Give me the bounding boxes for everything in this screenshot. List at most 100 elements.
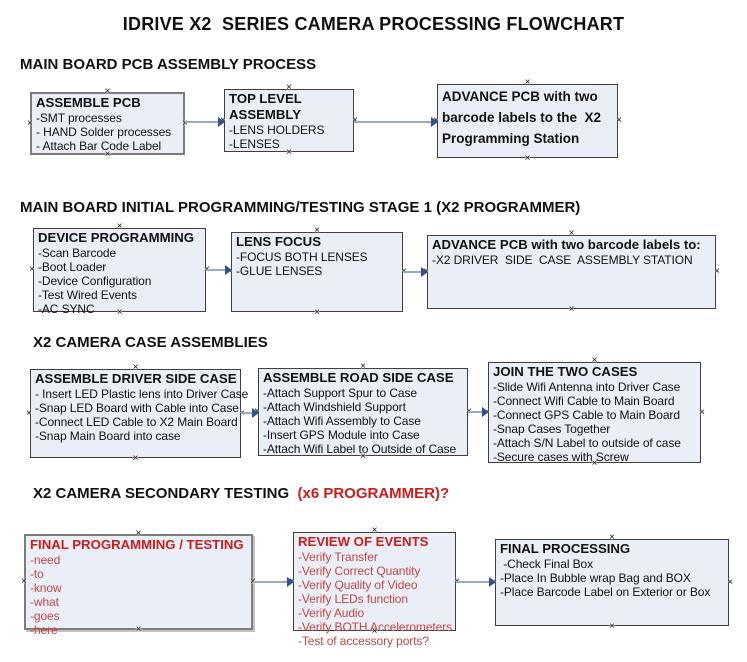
box-item: -Check Final Box [500, 557, 593, 571]
box-item: -need [30, 553, 61, 567]
connection-handle-icon: × [132, 453, 139, 464]
box-item: -Verify Quality of Video [298, 578, 418, 592]
section-heading-text: MAIN BOARD INITIAL PROGRAMMING/TESTING S… [20, 199, 581, 216]
box-item: -here [30, 623, 58, 637]
box-item: -to [30, 567, 44, 581]
section-heading-text: MAIN BOARD PCB ASSEMBLY PROCESS [20, 56, 317, 73]
box-item: -Connect LED Cable to X2 Main Board [35, 415, 238, 429]
box-item: -Slide Wifi Antenna into Driver Case [493, 380, 681, 394]
connector-arrow-icon [456, 577, 496, 587]
box-advance-to-programming-station: ADVANCE PCB with two barcode labels to t… [433, 78, 622, 164]
box-title: DEVICE PROGRAMMING [38, 230, 195, 245]
box-item: -Attach S/N Label to outside of case [493, 436, 681, 450]
box-items: -SMT processes- HAND Solder processes- A… [36, 111, 180, 153]
box-item: -AC SYNC [38, 302, 95, 316]
connection-handle-icon: × [314, 307, 320, 318]
box-item: -Place Barcode Label on Exterior or Box [500, 585, 711, 599]
box-item: -Test of accessory ports? [298, 634, 429, 648]
connector-arrow-icon [354, 117, 438, 127]
box-items: -Slide Wifi Antenna into Driver Case-Con… [493, 380, 697, 464]
connection-handle-icon: × [21, 576, 27, 587]
box-item: -Snap Main Board into case [35, 429, 181, 443]
connector-arrow-icon [468, 407, 489, 417]
box-item: -Attach Windshield Support [263, 400, 406, 414]
connection-handle-icon: × [27, 117, 33, 129]
connector-arrow-icon [403, 267, 428, 277]
box-item: -Connect GPS Cable to Main Board [493, 408, 680, 422]
box-item: -Boot Loader [38, 260, 107, 274]
connection-handle-icon: × [568, 304, 575, 315]
box-item: - Insert LED Plastic lens into Driver Ca… [35, 387, 249, 401]
connector-arrow-icon [241, 408, 259, 418]
connector-arrow-icon [185, 117, 225, 127]
box-item: -Connect Wifi Cable to Main Board [493, 394, 675, 408]
box-item: -Test Wired Events [38, 288, 137, 302]
box-item: -X2 DRIVER SIDE CASE ASSEMBLY STATION [432, 253, 693, 267]
connection-handle-icon: × [182, 117, 188, 129]
connection-handle-icon: × [727, 576, 733, 588]
connection-handle-icon: × [29, 264, 35, 275]
page-title: IDRIVE X2 SERIES CAMERA PROCESSING FLOWC… [122, 14, 625, 34]
box-join-the-two-cases: JOIN THE TWO CASES -Slide Wifi Antenna i… [484, 356, 705, 469]
box-item: -what [30, 595, 59, 609]
box-items: -Attach Support Spur to Case-Attach Wind… [263, 386, 464, 456]
box-title: REVIEW OF EVENTS [298, 534, 429, 549]
box-items: -Check Final Box-Place In Bubble wrap Ba… [500, 557, 725, 599]
box-title: ADVANCE PCB with two barcode labels to: [432, 237, 701, 252]
box-item: -FOCUS BOTH LENSES [236, 250, 368, 264]
box-items: -Verify Transfer-Verify Correct Quantity… [298, 550, 452, 648]
box-title: ASSEMBLE ROAD SIDE CASE [263, 370, 454, 385]
connection-handle-icon: × [26, 407, 32, 419]
box-items: -X2 DRIVER SIDE CASE ASSEMBLY STATION [432, 253, 712, 267]
box-item: -Attach Support Spur to Case [263, 386, 417, 400]
box-items: - Insert LED Plastic lens into Driver Ca… [35, 387, 249, 443]
connector-arrow-icon [206, 265, 232, 275]
connector-arrow-icon [253, 577, 294, 587]
section-heading-red-text: (x6 PROGRAMMER)? [293, 485, 450, 502]
box-review-of-events: REVIEW OF EVENTS -Verify Transfer-Verify… [289, 526, 460, 649]
box-items: -need-to-know-what-goes-here [30, 553, 248, 637]
box-items: -Scan Barcode-Boot Loader-Device Configu… [38, 246, 202, 316]
box-item: -Secure cases with Screw [493, 450, 629, 464]
connection-handle-icon: × [524, 153, 531, 164]
box-assemble-driver-side-case: ASSEMBLE DRIVER SIDE CASE - Insert LED P… [26, 363, 249, 464]
box-device-programming: DEVICE PROGRAMMING -Scan Barcode-Boot Lo… [29, 222, 210, 318]
box-title: FINAL PROCESSING [500, 541, 631, 556]
box-item: -Snap Cases Together [493, 422, 611, 436]
box-item: -Verify Audio [298, 606, 365, 620]
box-item: -SMT processes [36, 111, 122, 125]
section-heading-initial-programming: MAIN BOARD INITIAL PROGRAMMING/TESTING S… [20, 199, 580, 216]
section-heading-secondary-testing: X2 CAMERA SECONDARY TESTING (x6 PROGRAMM… [33, 485, 449, 502]
box-title: LENS FOCUS [236, 234, 321, 249]
box-item: -Verify BOTH Accelerometers [298, 620, 453, 634]
box-item: -Scan Barcode [38, 246, 117, 260]
section-heading-text: X2 CAMERA SECONDARY TESTING [33, 485, 294, 502]
box-item: -Snap LED Board with Cable into Case [35, 401, 239, 415]
box-item: - HAND Solder processes [36, 125, 172, 139]
section-heading-case-assemblies: X2 CAMERA CASE ASSEMBLIES [33, 334, 268, 351]
box-item: -Device Configuration [38, 274, 152, 288]
box-title: ASSEMBLE DRIVER SIDE CASE [35, 371, 237, 386]
box-title: JOIN THE TWO CASES [493, 364, 638, 379]
box-item: -LENS HOLDERS [229, 123, 325, 137]
box-item: -Insert GPS Module into Case [263, 428, 420, 442]
box-item: -goes [30, 609, 60, 623]
box-final-programming-testing: FINAL PROGRAMMING / TESTING -need-to-kno… [21, 529, 256, 638]
box-advance-to-assembly-station: ADVANCE PCB with two barcode labels to: … [423, 229, 720, 315]
box-title: FINAL PROGRAMMING / TESTING [30, 537, 244, 552]
box-item: -Attach Wifi Assembly to Case [263, 414, 421, 428]
box-item: -GLUE LENSES [236, 264, 323, 278]
box-title: TOP LEVEL ASSEMBLY [229, 91, 305, 122]
box-item: -Place In Bubble wrap Bag and BOX [500, 571, 691, 585]
box-item: -LENSES [229, 137, 280, 151]
box-items: -FOCUS BOTH LENSES-GLUE LENSES [236, 250, 399, 278]
box-item: -Verify Transfer [298, 550, 378, 564]
box-item: -Attach Wifi Label to Outside of Case [263, 442, 457, 456]
box-lens-focus: LENS FOCUS -FOCUS BOTH LENSES-GLUE LENSE… [227, 226, 407, 318]
connection-handle-icon: × [616, 115, 622, 126]
box-item: -Verify Correct Quantity [298, 564, 421, 578]
box-top-level-assembly: TOP LEVEL ASSEMBLY -LENS HOLDERS-LENSES … [220, 83, 358, 158]
box-title: ASSEMBLE PCB [36, 95, 141, 110]
box-final-processing: FINAL PROCESSING -Check Final Box-Place … [491, 533, 733, 632]
box-items: -LENS HOLDERS-LENSES [229, 123, 350, 151]
